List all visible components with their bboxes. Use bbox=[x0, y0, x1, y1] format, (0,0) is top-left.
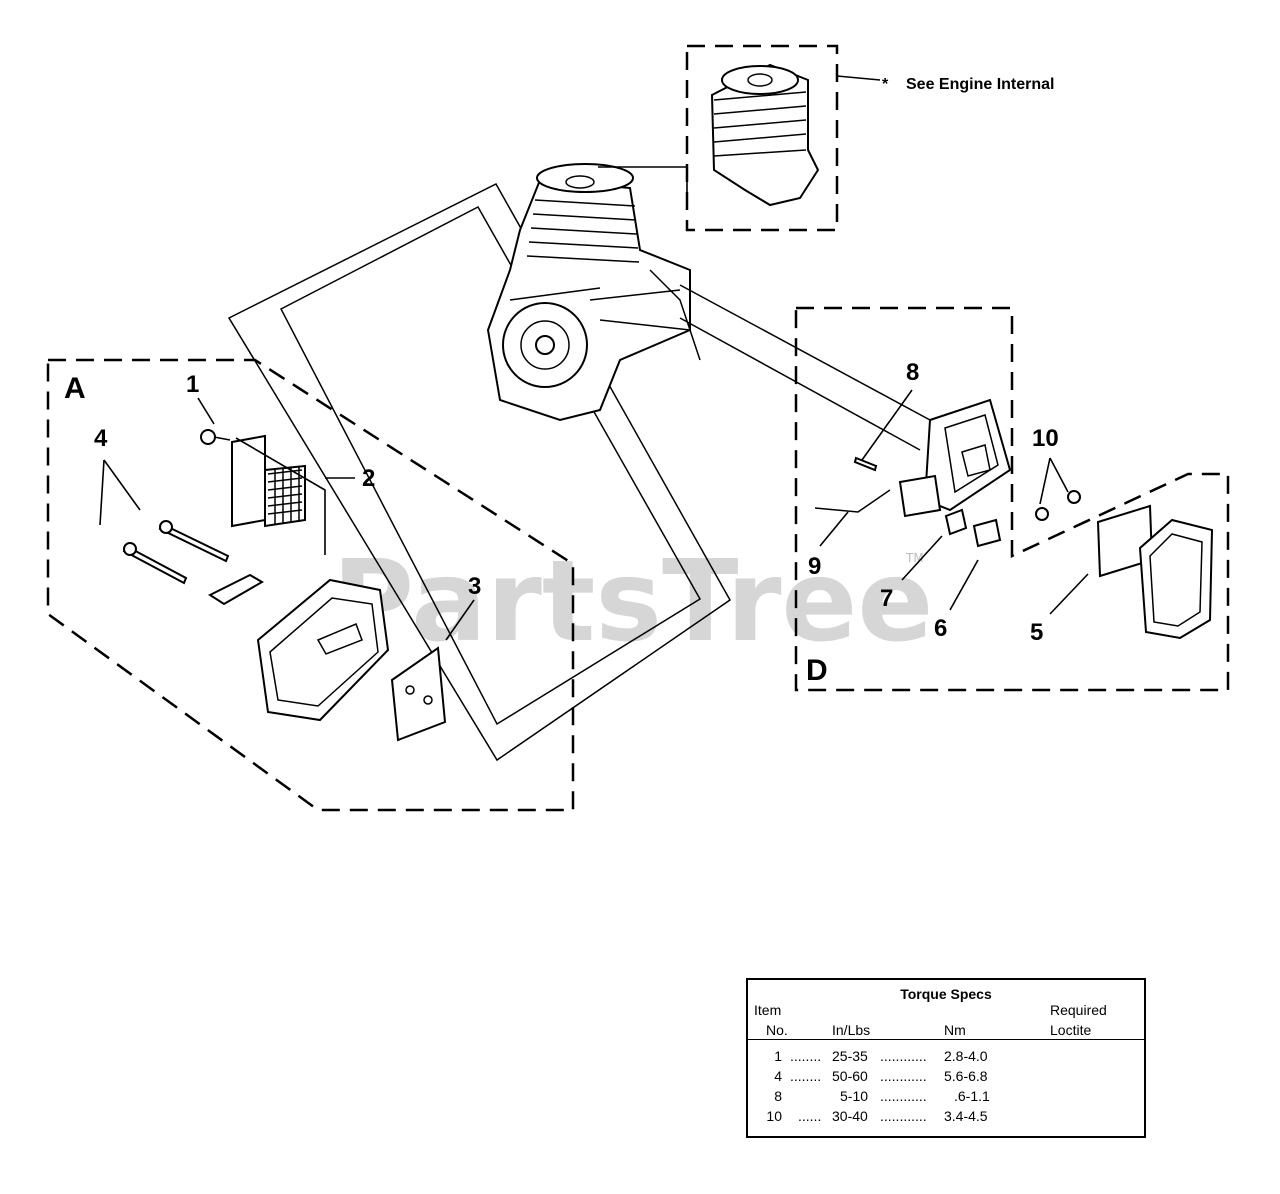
part-3-heat-shield bbox=[390, 646, 447, 742]
callout-5: 5 bbox=[1030, 619, 1043, 646]
table-row: 8 5-10 ............ .6-1.1 bbox=[748, 1088, 1144, 1108]
callout-1: 1 bbox=[186, 371, 199, 398]
row-inlbs: 50-60 bbox=[832, 1068, 868, 1084]
section-d-label: D bbox=[806, 654, 828, 687]
row-leader: ........ bbox=[790, 1048, 822, 1064]
header-required: Required bbox=[1050, 1002, 1107, 1018]
watermark: PartsTree bbox=[332, 537, 933, 667]
part-2-screen bbox=[231, 434, 326, 555]
watermark-trademark: TM bbox=[905, 551, 924, 565]
part-7-spring bbox=[944, 508, 968, 536]
row-item: 1 bbox=[774, 1048, 782, 1064]
leader-3 bbox=[445, 599, 475, 641]
row-inlbs: 25-35 bbox=[832, 1048, 868, 1064]
leader-9 bbox=[819, 511, 849, 547]
leader-7 bbox=[901, 535, 943, 581]
header-item: Item bbox=[754, 1002, 782, 1018]
part-1-screw bbox=[200, 429, 231, 445]
gasket-outline bbox=[227, 183, 731, 762]
section-a-label: A bbox=[64, 372, 86, 405]
part-6-spacer bbox=[972, 518, 1002, 548]
engine-assembly bbox=[486, 163, 701, 422]
row-leader: ...... bbox=[798, 1108, 822, 1124]
part-10-nuts bbox=[1035, 490, 1081, 521]
callout-9: 9 bbox=[808, 553, 821, 580]
muffler-body bbox=[256, 578, 390, 722]
row-item: 10 bbox=[766, 1108, 782, 1124]
callout-3: 3 bbox=[468, 573, 481, 600]
header-nm: Nm bbox=[944, 1022, 966, 1038]
table-row: 10 ...... 30-40 ............ 3.4-4.5 bbox=[748, 1108, 1144, 1128]
torque-table-title: Torque Specs bbox=[900, 986, 992, 1002]
torque-specs-table: Torque Specs Item No. In/Lbs Nm Required… bbox=[746, 978, 1146, 1138]
leader-4 bbox=[99, 459, 141, 526]
callout-6: 6 bbox=[934, 615, 947, 642]
see-engine-internal-asterisk: * bbox=[882, 76, 889, 93]
part-4-bolts bbox=[122, 520, 264, 606]
row-nm: 3.4-4.5 bbox=[944, 1108, 988, 1124]
row-leader: ............ bbox=[880, 1088, 927, 1104]
row-leader: ............ bbox=[880, 1108, 927, 1124]
row-nm: 2.8-4.0 bbox=[944, 1048, 988, 1064]
callout-4: 4 bbox=[94, 425, 108, 452]
row-nm: .6-1.1 bbox=[954, 1088, 990, 1104]
section-a-boundary bbox=[46, 358, 575, 812]
alignment-line-lower bbox=[679, 317, 921, 451]
callout-2: 2 bbox=[362, 465, 375, 492]
row-leader: ........ bbox=[790, 1068, 822, 1084]
alignment-line-upper bbox=[679, 284, 931, 421]
leader-10 bbox=[1039, 457, 1069, 505]
row-item: 4 bbox=[774, 1068, 782, 1084]
callout-7: 7 bbox=[880, 585, 893, 612]
callout-10: 10 bbox=[1032, 425, 1059, 452]
header-no: No. bbox=[766, 1022, 788, 1038]
part-9-rod bbox=[814, 489, 891, 513]
callout-8: 8 bbox=[906, 359, 919, 386]
leader-6 bbox=[949, 559, 979, 611]
header-loctite: Loctite bbox=[1050, 1022, 1092, 1038]
header-rule bbox=[748, 1039, 1144, 1040]
part-8-pin bbox=[853, 456, 878, 472]
part-5-filter-cover bbox=[1096, 504, 1214, 640]
header-inlbs: In/Lbs bbox=[832, 1022, 871, 1038]
row-inlbs: 5-10 bbox=[840, 1088, 869, 1104]
row-item: 8 bbox=[774, 1088, 782, 1104]
engine-internal-inset bbox=[598, 44, 881, 232]
leader-8 bbox=[861, 389, 913, 461]
leader-1 bbox=[197, 397, 215, 425]
row-inlbs: 30-40 bbox=[832, 1108, 868, 1124]
row-nm: 5.6-6.8 bbox=[944, 1068, 988, 1084]
leader-5 bbox=[1049, 573, 1089, 615]
air-filter-base bbox=[898, 398, 1012, 518]
table-row: 4 ........ 50-60 ............ 5.6-6.8 bbox=[748, 1068, 1144, 1088]
see-engine-internal-label: See Engine Internal bbox=[906, 76, 1054, 93]
table-row: 1 ........ 25-35 ............ 2.8-4.0 bbox=[748, 1048, 1144, 1068]
section-d-boundary bbox=[794, 306, 1230, 692]
row-leader: ............ bbox=[880, 1048, 927, 1064]
row-leader: ............ bbox=[880, 1068, 927, 1084]
